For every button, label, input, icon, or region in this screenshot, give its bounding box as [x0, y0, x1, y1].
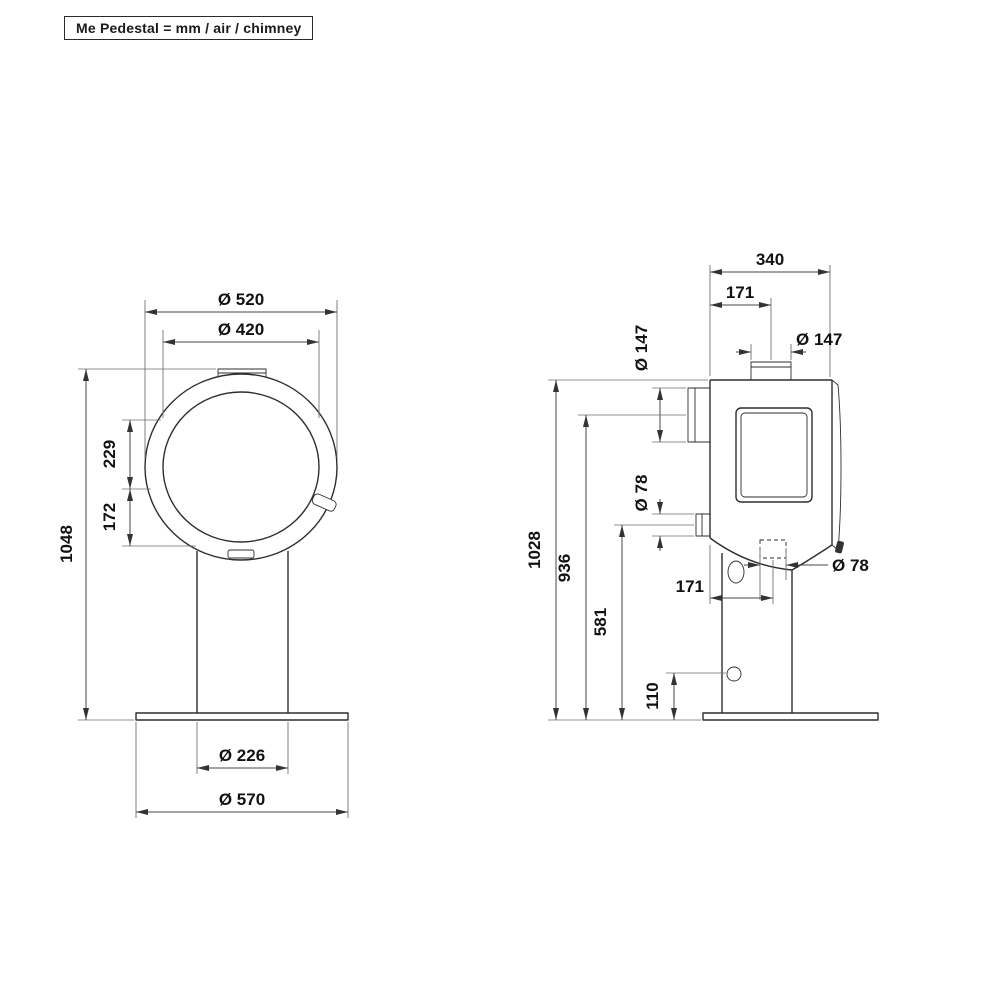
dim-side-rear-air-height: 581 [591, 524, 694, 720]
dim-label-base-diameter: Ø 570 [219, 790, 265, 809]
dim-front-outer-diameter: Ø 520 [144, 290, 338, 458]
side-pedestal-opening-upper [727, 560, 745, 584]
side-rear-air-intake [695, 513, 710, 537]
dim-front-total-height: 1048 [57, 368, 216, 721]
dim-label-rear-air-height: 581 [591, 608, 610, 636]
side-body [709, 379, 833, 571]
front-pedestal [135, 551, 349, 721]
dim-label-total-height-side: 1028 [525, 531, 544, 569]
drawing-title: Me Pedestal = mm / air / chimney [64, 16, 314, 40]
dim-label-lower-height: 172 [100, 503, 119, 531]
dim-label-column-diameter: Ø 226 [219, 746, 265, 765]
dim-label-top-flue-diameter: Ø 147 [796, 330, 842, 349]
dim-front-column-diameter: Ø 226 [196, 722, 289, 774]
dim-front-heights: 229 172 [100, 419, 196, 547]
side-door [831, 379, 844, 554]
dim-label-rear-air-diameter: Ø 78 [632, 475, 651, 512]
dim-label-bottom-air-offset: 171 [676, 577, 704, 596]
dim-label-flue-offset: 171 [726, 283, 754, 302]
side-pedestal-opening-lower [726, 666, 742, 682]
front-view: Ø 520 Ø 420 1048 [57, 290, 349, 818]
dim-side-rear-air-diameter: Ø 78 [632, 475, 694, 551]
side-view: 340 171 Ø 147 Ø 147 [525, 250, 879, 721]
dim-label-hole-height: 110 [643, 682, 662, 709]
side-door-handle [835, 540, 844, 554]
dim-label-rear-flue-diameter: Ø 147 [632, 325, 651, 371]
side-rear-flue-outlet [687, 387, 710, 443]
dim-label-upper-height: 229 [100, 440, 119, 468]
dim-label-inner-diameter: Ø 420 [218, 320, 264, 339]
stove-front-glass [162, 391, 320, 543]
dim-side-top-flue-diameter: Ø 147 [736, 330, 842, 360]
side-window [735, 407, 813, 503]
front-flue-collar [217, 368, 267, 377]
front-base-plate [135, 712, 349, 721]
dim-label-total-height-front: 1048 [57, 525, 76, 563]
dim-label-depth: 340 [756, 250, 784, 269]
dim-side-rear-flue-diameter: Ø 147 [632, 325, 686, 443]
dim-side-hole-height: 110 [643, 672, 726, 720]
dim-label-rear-flue-height: 936 [555, 554, 574, 582]
dim-side-bottom-air-diameter: Ø 78 [744, 548, 869, 600]
stove-front-outer-ring [144, 373, 338, 561]
dim-front-base-diameter: Ø 570 [135, 722, 349, 818]
dim-side-rear-flue-height: 936 [555, 414, 686, 720]
dim-label-outer-diameter: Ø 520 [218, 290, 264, 309]
side-pedestal [702, 553, 879, 721]
side-base-plate [702, 712, 879, 721]
dim-side-depth: 340 [709, 250, 831, 377]
dim-label-bottom-air-diameter: Ø 78 [832, 556, 869, 575]
dim-front-inner-diameter: Ø 420 [162, 320, 320, 418]
dim-side-flue-offset: 171 [710, 283, 772, 360]
front-handle [311, 493, 337, 512]
front-latch [227, 549, 255, 559]
dim-side-bottom-air-offset: 171 [676, 545, 774, 604]
dim-side-total-height: 1028 [525, 379, 708, 721]
side-flue-collar [750, 361, 792, 380]
side-bottom-air-connection [759, 539, 787, 559]
